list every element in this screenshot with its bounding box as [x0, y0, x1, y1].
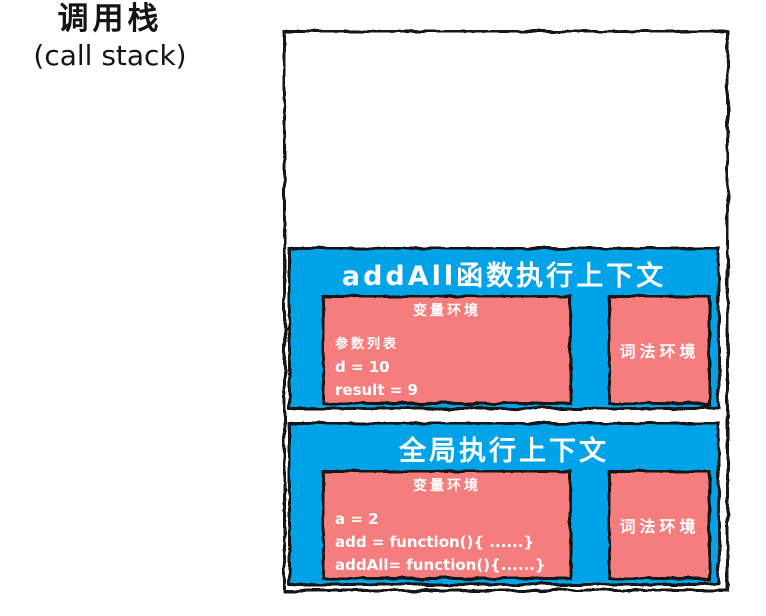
variable-line: d = 10 [335, 358, 390, 376]
execution-context-global: 全局执行上下文 变量环境 a = 2 add = function(){ ...… [288, 422, 720, 586]
execution-context-global-title: 全局执行上下文 [399, 436, 609, 467]
variable-environment-global-title: 变量环境 [413, 478, 481, 494]
call-stack-label: 调用栈 (call stack) [0, 0, 220, 74]
call-stack-label-zh: 调用栈 [57, 1, 163, 37]
variable-line: add = function(){ ......} [335, 533, 535, 551]
variable-environment-global: 变量环境 a = 2 add = function(){ ......} add… [322, 470, 572, 580]
lexical-environment-addall: 词法环境 [608, 295, 711, 405]
call-stack-label-en: (call stack) [33, 39, 187, 72]
variable-line: a = 2 [335, 510, 379, 528]
lexical-environment-addall-title: 词法环境 [619, 342, 700, 361]
variable-environment-addall-content: 参数列表 d = 10 result = 9 [335, 333, 566, 402]
execution-context-addall: addAll函数执行上下文 变量环境 参数列表 d = 10 result = … [288, 247, 720, 410]
variable-environment-addall-title: 变量环境 [413, 303, 481, 319]
lexical-environment-global: 词法环境 [608, 470, 711, 580]
variable-environment-addall: 变量环境 参数列表 d = 10 result = 9 [322, 295, 572, 405]
lexical-environment-global-title: 词法环境 [619, 517, 700, 536]
variable-line: result = 9 [335, 381, 418, 399]
call-stack-container: addAll函数执行上下文 变量环境 参数列表 d = 10 result = … [283, 30, 729, 592]
variable-line: 参数列表 [335, 337, 400, 352]
variable-line: addAll= function(){......} [335, 556, 546, 574]
execution-context-addall-title: addAll函数执行上下文 [341, 261, 667, 292]
variable-environment-global-content: a = 2 add = function(){ ......} addAll= … [335, 508, 566, 577]
